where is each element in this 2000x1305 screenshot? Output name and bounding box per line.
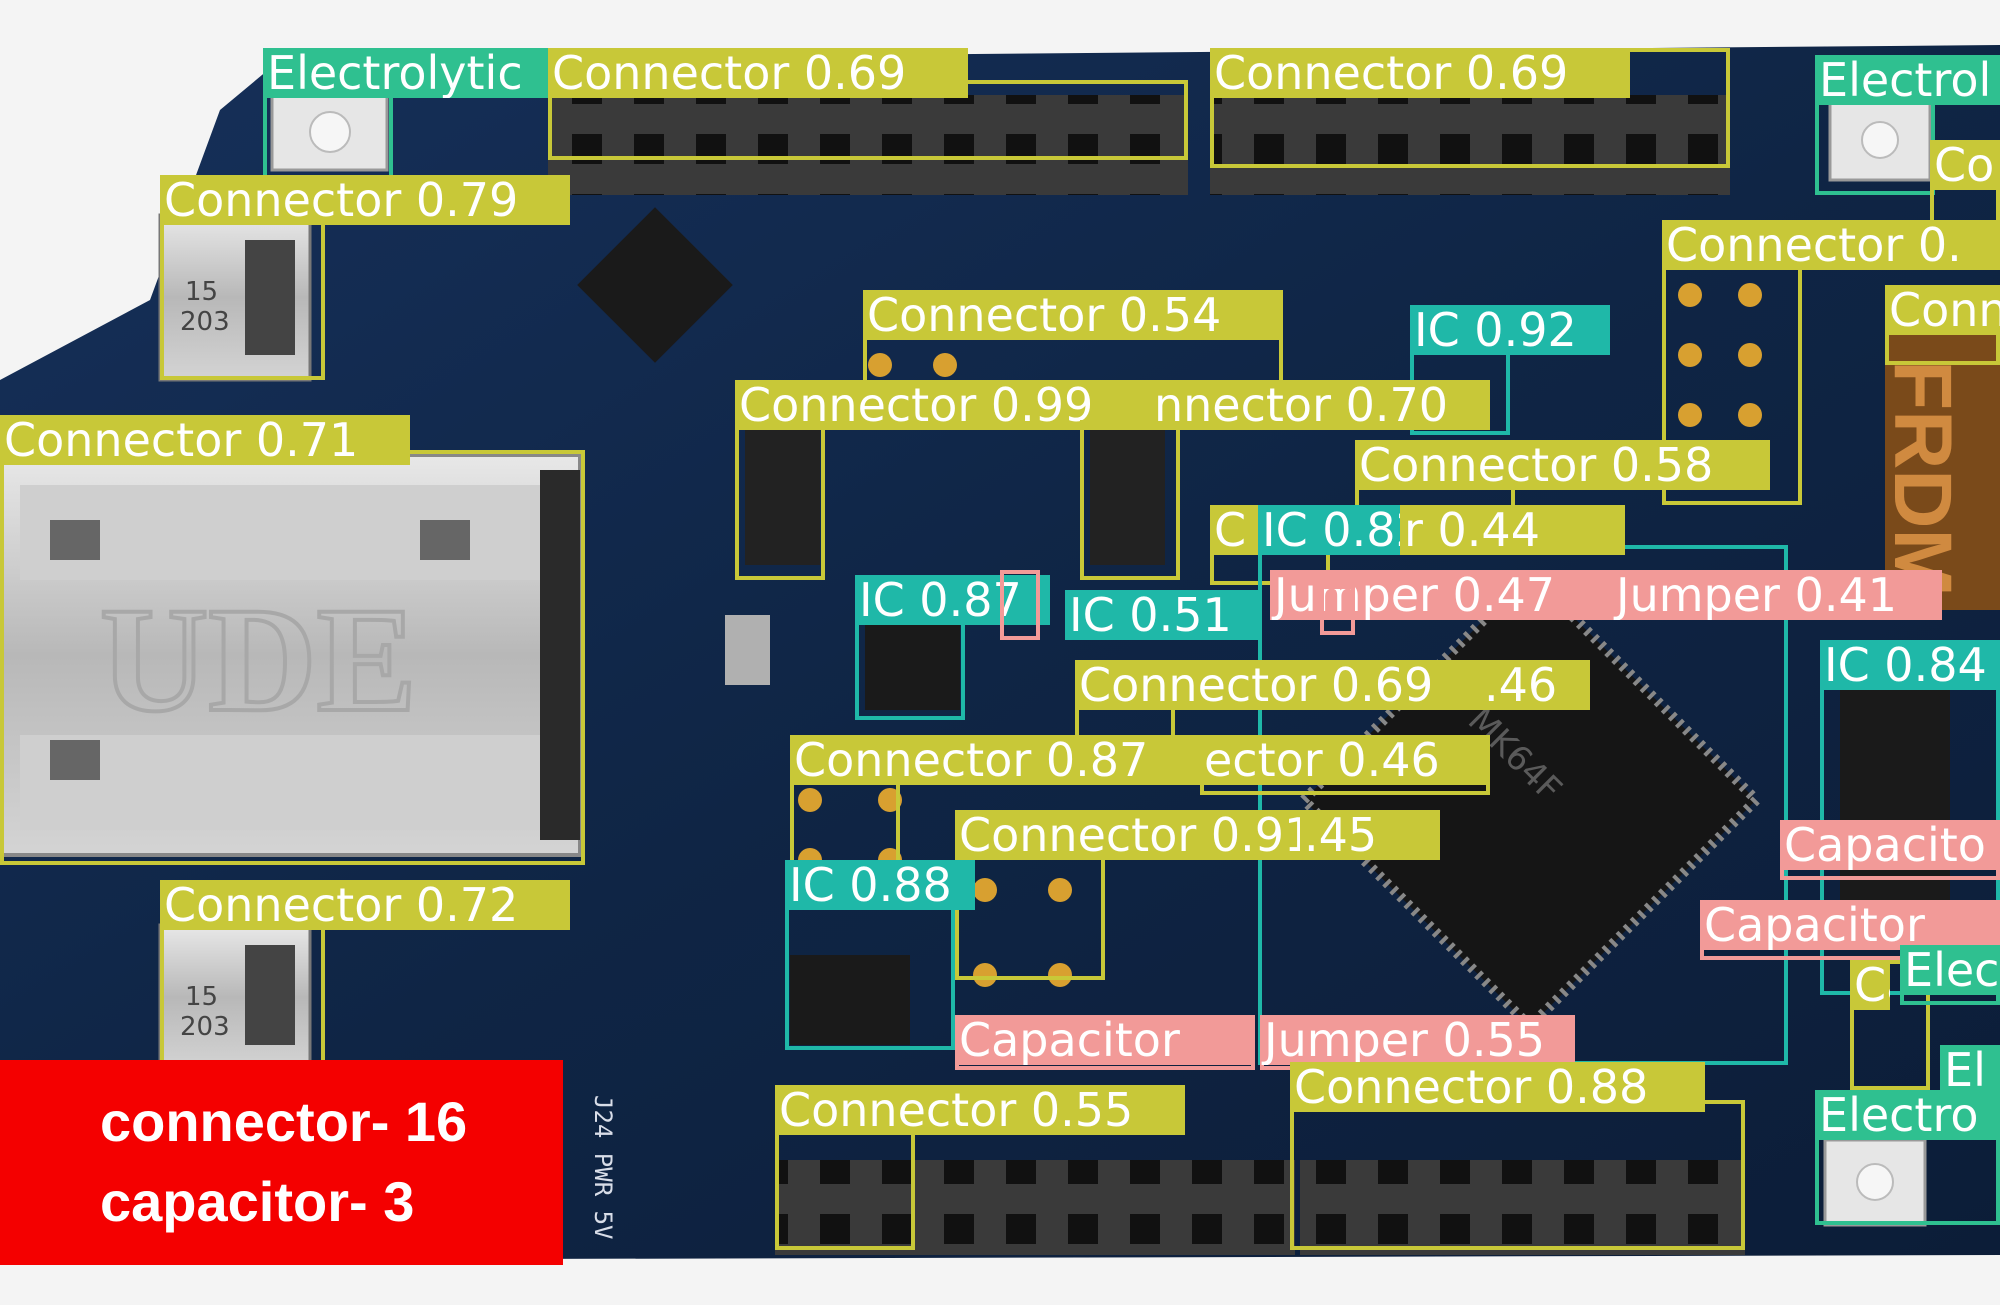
- svg-text:15: 15: [185, 277, 218, 307]
- pin-header-left: [745, 425, 1165, 565]
- detection-label: Elec: [1900, 945, 2000, 995]
- detection-box: [160, 210, 325, 380]
- detection-label: IC 0.84: [1820, 640, 2000, 690]
- detection-label: .45: [1300, 810, 1440, 860]
- detection-box: [1850, 960, 1930, 1090]
- detection-label: Capacito: [1780, 820, 2000, 870]
- detection-label: .46: [1480, 660, 1590, 710]
- svg-text:203: 203: [180, 307, 230, 337]
- bottom-header-right: [1300, 1160, 1745, 1255]
- detection-box: [1320, 585, 1355, 635]
- detection-label: r 0.44: [1400, 505, 1625, 555]
- detection-label: El: [1940, 1045, 2000, 1095]
- detection-label: Connector 0.71: [0, 415, 410, 465]
- svg-text:15: 15: [185, 982, 218, 1012]
- detection-label: Connector 0.99: [735, 380, 1155, 430]
- detection-label: Electrol: [1815, 55, 2000, 105]
- detection-label: Connector 0.87: [790, 735, 1200, 785]
- detection-label: Electrolytic: [263, 48, 553, 98]
- ude-logo: UDE: [100, 577, 417, 743]
- detection-label: IC 0.51: [1065, 590, 1260, 640]
- push-button-sw3: [1823, 1138, 1927, 1227]
- detection-label: nnector 0.70: [1150, 380, 1490, 430]
- detection-box: [0, 450, 585, 865]
- detection-label: Connector 0.69: [1075, 660, 1495, 710]
- svg-text:203: 203: [180, 1012, 230, 1042]
- bottom-header-left: [775, 1160, 1295, 1255]
- ic-qfn-left: [865, 615, 960, 710]
- detection-label: Capacitor: [955, 1015, 1255, 1065]
- ic-regulator: [790, 955, 910, 1045]
- usb-port-bottom: 15 203: [158, 923, 312, 1072]
- detection-box: [263, 90, 393, 180]
- detection-label: IC 0.88: [785, 860, 975, 910]
- detection-box: [1000, 570, 1040, 640]
- detection-label: Connector 0.88: [1290, 1062, 1705, 1112]
- detection-label: Connector 0.69: [548, 48, 968, 98]
- ic-qfn-top: [577, 207, 733, 363]
- detection-label: Co: [1930, 140, 2000, 190]
- detection-box: [1080, 420, 1180, 580]
- detection-label: Connector 0.: [1662, 220, 2000, 270]
- detection-label: ector 0.46: [1200, 735, 1490, 785]
- detection-box: [735, 420, 825, 580]
- detection-label: Connector 0.69: [1210, 48, 1630, 98]
- summary-panel: connector- 16 capacitor- 3: [0, 1060, 563, 1265]
- ic-right-module: [1840, 690, 1950, 920]
- detection-label: Connector 0.54: [863, 290, 1283, 340]
- detection-label: Electro: [1815, 1090, 2000, 1140]
- detection-label: Connector 0.79: [160, 175, 570, 225]
- detection-label: Connector 0.58: [1355, 440, 1770, 490]
- detection-label: Connector 0.72: [160, 880, 570, 930]
- pwr-silkscreen: J24 PWR 5V: [589, 1095, 617, 1240]
- frdm-logo: FRDM: [1877, 330, 2000, 610]
- detection-box: [160, 920, 325, 1080]
- detection-label: Conn: [1885, 285, 2000, 335]
- capacitor-count: capacitor- 3: [100, 1170, 415, 1233]
- detection-label: Capacitor: [1700, 900, 2000, 950]
- detection-label: Jumper 0.41: [1612, 570, 1942, 620]
- detection-label: Connector 0.91: [955, 810, 1335, 860]
- crystal: [725, 615, 770, 685]
- detection-box: [1290, 1100, 1745, 1250]
- detection-label: IC 0.87: [855, 575, 1050, 625]
- svg-text:FRDM: FRDM: [1877, 360, 1968, 597]
- detection-label: Jumper 0.55: [1260, 1015, 1575, 1065]
- detection-label: Connector 0.55: [775, 1085, 1185, 1135]
- detection-box: [775, 1130, 915, 1250]
- detection-label: Ca: [1850, 960, 1890, 1010]
- push-button-sw1: [270, 93, 389, 172]
- top-header-right: [1210, 95, 1730, 195]
- detection-label: IC 0.92: [1410, 305, 1610, 355]
- connector-count: connector- 16: [100, 1090, 468, 1153]
- detection-box: [1815, 95, 1935, 195]
- ethernet-jack: UDE: [0, 453, 582, 857]
- top-header-left: [548, 95, 1188, 195]
